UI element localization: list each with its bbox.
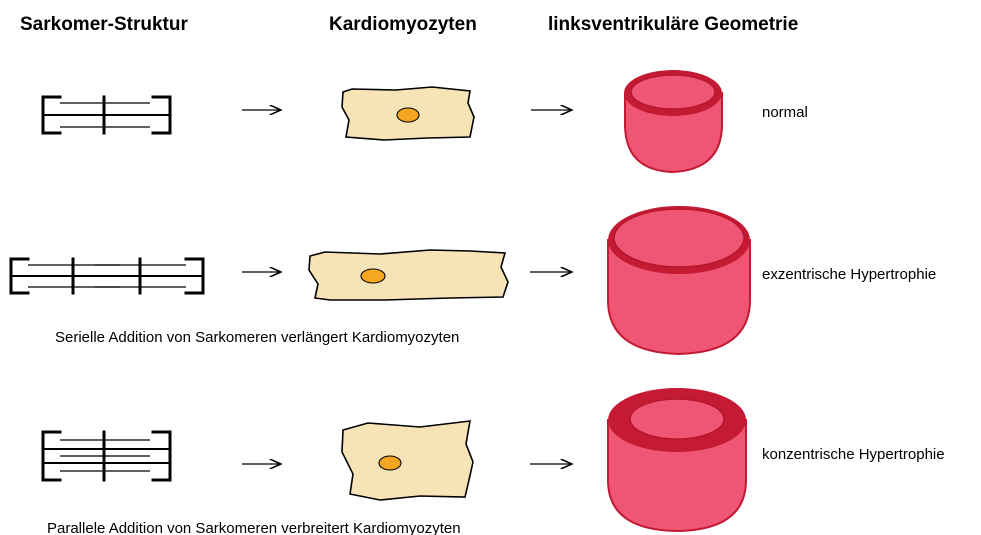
- nucleus-concentric: [379, 456, 401, 470]
- sarcomere-eccentric: [11, 259, 203, 293]
- heart-normal: [624, 70, 722, 172]
- label-concentric-hypertrophy: konzentrische Hypertrophie: [762, 446, 945, 463]
- cardiomyocyte-concentric: [342, 421, 473, 500]
- caption-serial: Serielle Addition von Sarkomeren verläng…: [55, 329, 459, 346]
- cardiomyocyte-eccentric: [309, 250, 508, 300]
- nucleus-normal: [397, 108, 419, 122]
- label-eccentric-hypertrophy: exzentrische Hypertrophie: [762, 266, 936, 283]
- heart-eccentric: [608, 206, 750, 354]
- nucleus-eccentric: [361, 269, 385, 283]
- heart-concentric: [608, 388, 746, 531]
- caption-parallel: Parallele Addition von Sarkomeren verbre…: [47, 520, 461, 535]
- label-normal: normal: [762, 104, 808, 121]
